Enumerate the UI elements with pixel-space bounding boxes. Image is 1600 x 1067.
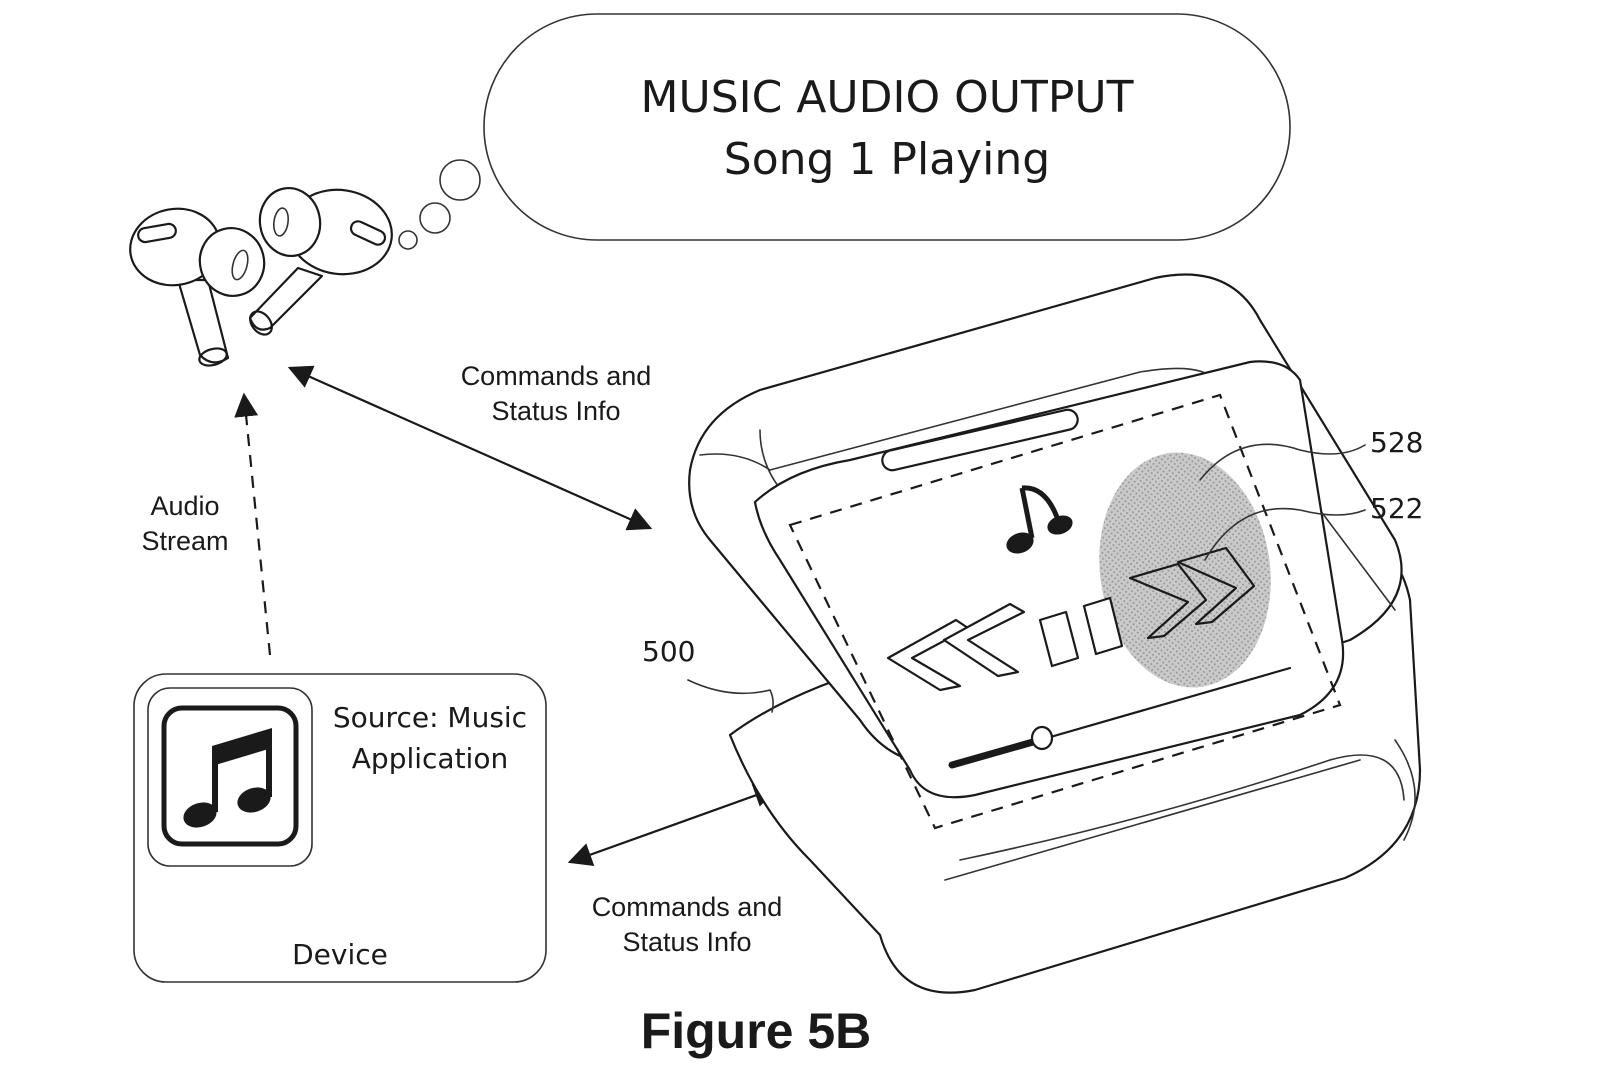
bubble-title: MUSIC AUDIO OUTPUT (641, 72, 1134, 123)
commands-label-top-2: Status Info (491, 396, 620, 426)
thought-dot-large (440, 160, 480, 200)
left-earbud (124, 202, 272, 369)
ref-522: 522 (1370, 492, 1423, 525)
speech-bubble (399, 14, 1290, 249)
leader-500 (688, 680, 773, 712)
audio-stream-arrow (244, 395, 270, 655)
commands-label-top-1: Commands and (461, 361, 652, 391)
commands-label-bottom-1: Commands and (592, 892, 783, 922)
device-source-line-2: Application (352, 742, 508, 775)
commands-arrow-top (290, 368, 650, 528)
music-app-icon (164, 708, 296, 844)
audio-stream-label-2: Stream (141, 526, 228, 556)
bubble-subtitle: Song 1 Playing (724, 134, 1050, 185)
thought-dot-small (399, 231, 417, 249)
earbuds-icon (124, 183, 397, 368)
thought-dot-medium (420, 203, 450, 233)
slider-thumb[interactable] (1032, 727, 1052, 749)
device-source-line-1: Source: Music (333, 701, 527, 734)
figure-caption: Figure 5B (641, 1003, 872, 1059)
commands-label-bottom-2: Status Info (622, 927, 751, 957)
ref-500: 500 (642, 635, 695, 668)
right-earbud (246, 183, 398, 339)
commands-arrow-bottom (570, 788, 776, 862)
device-name: Device (292, 938, 388, 971)
audio-stream-label-1: Audio (150, 491, 219, 521)
ref-528: 528 (1370, 426, 1423, 459)
